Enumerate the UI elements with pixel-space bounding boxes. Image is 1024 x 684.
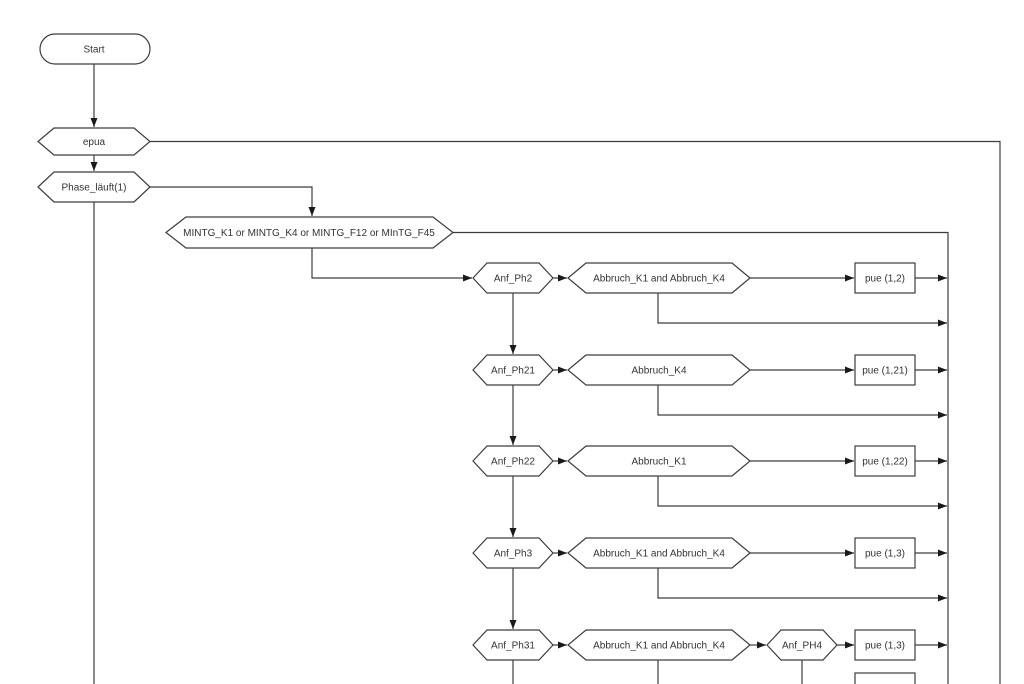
edge-bypass-1 — [657, 385, 947, 419]
flow-row-3: Anf_Ph3 Abbruch_K1 and Abbruch_K4 pue (1… — [472, 537, 916, 569]
connector-lines — [90, 64, 1001, 684]
pue-box-4 — [854, 629, 916, 661]
edge-bypass-2 — [657, 476, 947, 510]
anf-hexagon-3 — [472, 537, 554, 569]
anf-hexagon-2 — [472, 445, 554, 477]
cond-label-2: Abbruch_K1 — [631, 457, 686, 468]
node-mintg-condition: MINTG_K1 or MINTG_K4 or MINTG_F12 or MIn… — [165, 216, 454, 249]
flow-row-0: Anf_Ph2 Abbruch_K1 and Abbruch_K4 pue (1… — [472, 262, 916, 294]
cond-label-0: Abbruch_K1 and Abbruch_K4 — [593, 274, 725, 285]
anf-label-3: Anf_Ph3 — [494, 549, 533, 560]
edge-mintg-mid-rail — [453, 231, 949, 684]
anf-ph4-label: Anf_PH4 — [782, 641, 822, 652]
anf-label-2: Anf_Ph22 — [491, 457, 535, 468]
cond-hexagon-4 — [567, 629, 751, 661]
cond-hexagon-0 — [567, 262, 751, 294]
edge-epua-right-rail — [150, 140, 1001, 684]
edge-phase-mintg — [150, 186, 316, 216]
node-phase-label: Phase_läuft(1) — [61, 183, 126, 194]
anf-hexagon-4 — [472, 629, 554, 661]
edge-bypass-0 — [657, 293, 947, 327]
pue-box-0 — [854, 262, 916, 294]
node-start: Start — [39, 33, 151, 65]
cond-hexagon-3 — [567, 537, 751, 569]
node-start-label: Start — [83, 45, 104, 56]
pue-box-1 — [854, 354, 916, 386]
anf-ph4-hexagon — [766, 629, 838, 661]
pue-label-4: pue (1,3) — [865, 641, 905, 652]
cond-label-1: Abbruch_K4 — [631, 366, 686, 377]
cond-hexagon-2 — [567, 445, 751, 477]
edge-mintg-anf0 — [311, 248, 472, 282]
mintg-hexagon — [165, 216, 454, 249]
anf-label-1: Anf_Ph21 — [491, 366, 535, 377]
node-epua: epua — [37, 127, 151, 156]
flow-row-4: Anf_Ph31 Abbruch_K1 and Abbruch_K4 Anf_P… — [472, 629, 916, 684]
pue-label-0: pue (1,2) — [865, 274, 905, 285]
epua-hexagon — [37, 127, 151, 156]
phase-hexagon — [37, 171, 151, 203]
cond-label-4: Abbruch_K1 and Abbruch_K4 — [593, 641, 725, 652]
node-mintg-label: MINTG_K1 or MINTG_K4 or MINTG_F12 or MIn… — [183, 228, 435, 239]
cond-hexagon-1 — [567, 354, 751, 386]
pue-label-1: pue (1,21) — [862, 366, 908, 377]
anf-hexagon-1 — [472, 354, 554, 386]
anf-label-4: Anf_Ph31 — [491, 641, 535, 652]
anf-hexagon-0 — [472, 262, 554, 294]
pue-box-3 — [854, 537, 916, 569]
cond-label-3: Abbruch_K1 and Abbruch_K4 — [593, 549, 725, 560]
edge-bypass-3 — [657, 568, 947, 602]
pue-label-2: pue (1,22) — [862, 457, 908, 468]
flow-row-1: Anf_Ph21 Abbruch_K4 pue (1,21) — [472, 354, 916, 386]
start-terminator — [39, 33, 151, 65]
flow-row-2: Anf_Ph22 Abbruch_K1 pue (1,22) — [472, 445, 916, 477]
anf-label-0: Anf_Ph2 — [494, 274, 533, 285]
partial-pue-box — [854, 672, 916, 684]
pue-box-2 — [854, 445, 916, 477]
node-epua-label: epua — [83, 137, 106, 148]
node-phase-laeuft: Phase_läuft(1) — [37, 171, 151, 203]
pue-label-3: pue (1,3) — [865, 549, 905, 560]
